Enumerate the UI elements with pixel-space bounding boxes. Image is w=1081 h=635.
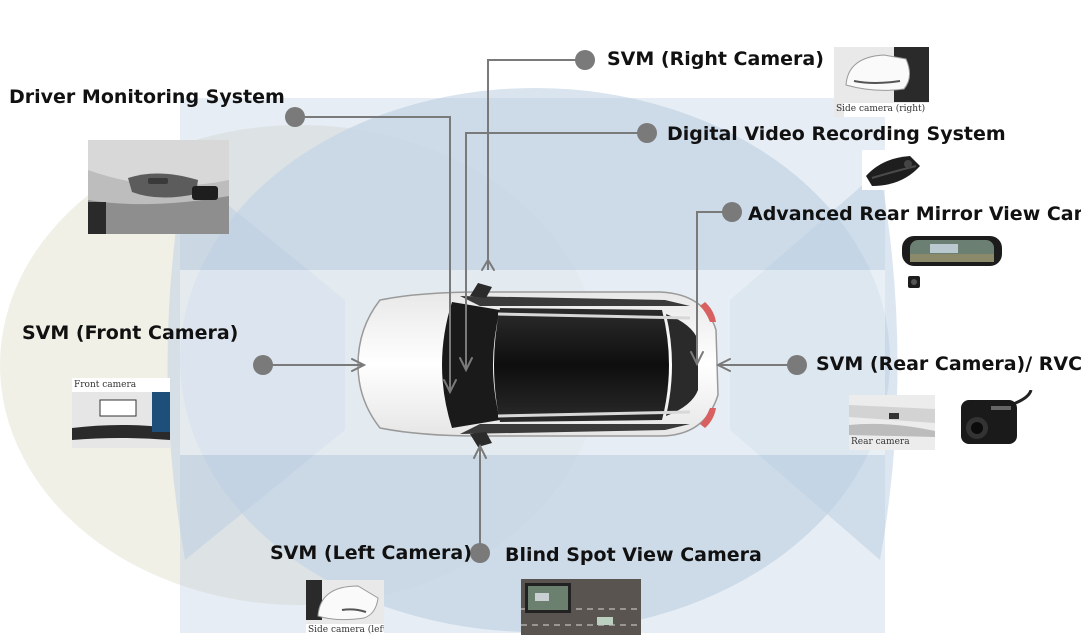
label-rear-mirror: Advanced Rear Mirror View Cam xyxy=(748,203,1081,225)
label-blind-spot: Blind Spot View Camera xyxy=(505,544,762,566)
connector-driver-monitoring xyxy=(295,116,451,390)
marker-svm-rear xyxy=(787,355,807,375)
arrowhead-svm-front xyxy=(351,358,367,372)
caption-side-camera-left: Side camera (left) xyxy=(308,625,384,635)
connector-svm-right xyxy=(487,59,585,270)
caption-side-camera-right: Side camera (right) xyxy=(836,104,926,114)
marker-dvrs xyxy=(637,123,657,143)
marker-svm-right xyxy=(575,50,595,70)
thumb-rear-camera-unit xyxy=(955,390,1035,460)
thumb-front-camera: Front camera xyxy=(72,378,170,448)
car-windshield xyxy=(442,302,500,428)
marker-rear-mirror xyxy=(722,202,742,222)
marker-driver-monitoring xyxy=(285,107,305,127)
connector-dvrs xyxy=(465,132,647,368)
thumb-driver-monitoring xyxy=(88,140,229,234)
marker-svm-front xyxy=(253,355,273,375)
label-dvrs: Digital Video Recording System xyxy=(667,123,1006,145)
label-svm-front: SVM (Front Camera) xyxy=(22,322,239,344)
label-svm-right: SVM (Right Camera) xyxy=(607,48,824,70)
car-roof xyxy=(494,308,669,422)
rear-camera-wedge xyxy=(730,170,898,560)
label-svm-rear: SVM (Rear Camera)/ RVC xyxy=(816,353,1081,375)
thumb-side-camera-right: Side camera (right) xyxy=(834,47,929,117)
caption-rear-camera: Rear camera xyxy=(851,437,910,447)
arrowhead-svm-left xyxy=(473,443,487,459)
connector-rear-mirror xyxy=(696,211,732,362)
car-rear-window xyxy=(666,314,698,416)
thumb-dvrs xyxy=(862,150,924,190)
arrowhead-dvrs xyxy=(459,357,473,373)
label-svm-left: SVM (Left Camera) xyxy=(270,542,472,564)
car-top-view xyxy=(357,283,719,447)
arrowhead-svm-right xyxy=(481,258,495,271)
caption-front-camera: Front camera xyxy=(74,380,137,390)
arrowhead-rear-mirror xyxy=(690,351,704,367)
thumb-side-camera-left: Side camera (left) xyxy=(306,580,384,635)
thumb-rear-mirror xyxy=(900,232,1005,296)
arrowhead-svm-rear xyxy=(715,358,731,372)
thumb-blind-spot xyxy=(521,579,641,635)
marker-svm-left xyxy=(470,543,490,563)
left-mirror xyxy=(470,432,492,447)
thumb-rear-bumper: Rear camera xyxy=(849,395,935,450)
arrowhead-driver-monitoring xyxy=(443,379,457,395)
right-mirror xyxy=(470,283,492,298)
label-driver-monitoring: Driver Monitoring System xyxy=(9,86,285,108)
